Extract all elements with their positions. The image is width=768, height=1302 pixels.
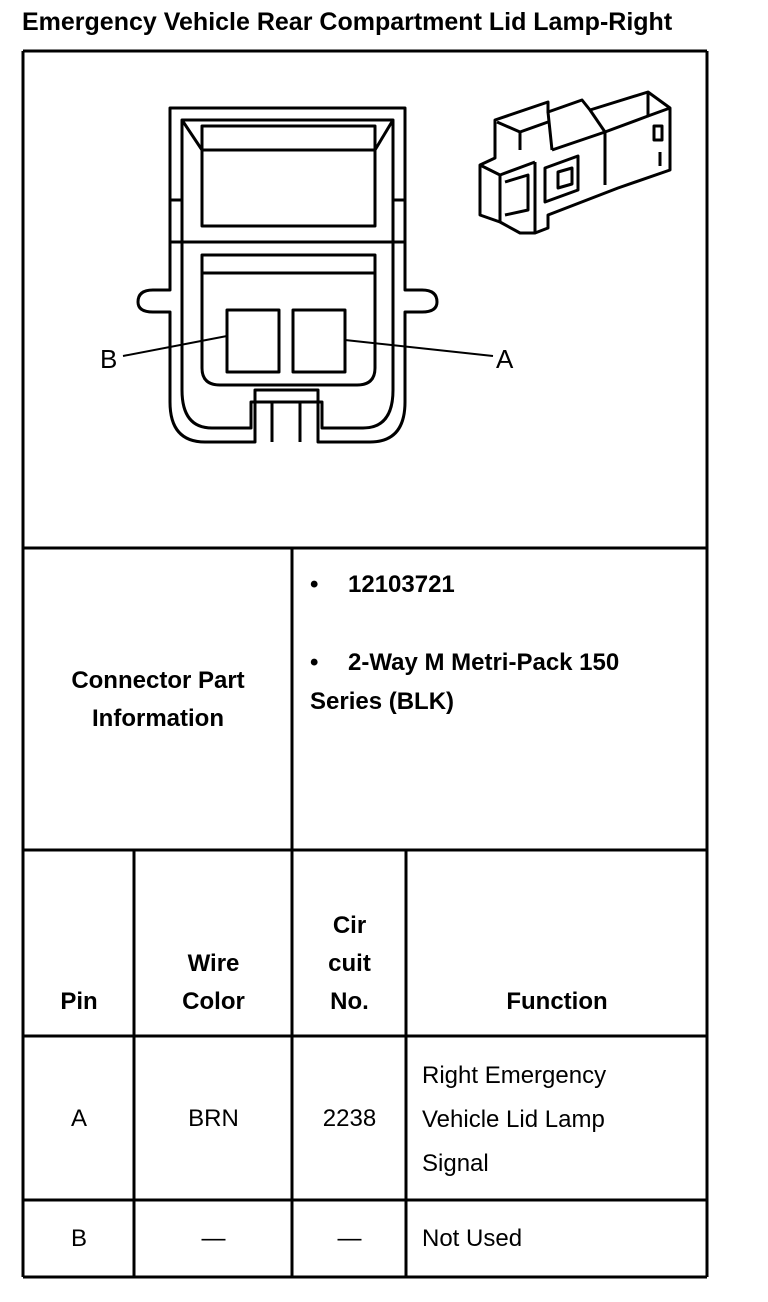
header-pin: Pin [60, 988, 98, 1015]
pin-a-cavity [291, 308, 347, 374]
bullet-icon: • [310, 571, 319, 598]
connector-series: 2-Way M Metri-Pack 150 Series (BLK) [310, 649, 620, 715]
part-number-item: • 12103721 [310, 565, 700, 604]
pin-a-label: A [496, 344, 514, 374]
connector-series-item: • 2-Way M Metri-Pack 150 Series (BLK) [310, 643, 700, 721]
pin-b-label: B [100, 344, 117, 374]
connector-outer-shell [136, 106, 439, 444]
header-function: Function [506, 988, 608, 1015]
row-a-function: Right Emergency Vehicle Lid Lamp Signal [422, 1062, 607, 1177]
bullet-icon: • [310, 649, 319, 676]
part-info-label: Connector Part Information [71, 666, 245, 732]
connector-face-diagram: B A [100, 90, 672, 444]
row-b-pin: B [70, 1225, 87, 1252]
row-b-wire-color: — [201, 1225, 226, 1252]
header-wire-color: Wire Color [182, 950, 245, 1015]
row-b-circuit: — [337, 1225, 362, 1252]
part-number: 12103721 [348, 571, 455, 598]
page-title: Emergency Vehicle Rear Compartment Lid L… [22, 8, 673, 36]
part-info-bullets: • 12103721 • 2-Way M Metri-Pack 150 Seri… [310, 565, 700, 721]
pin-b-cavity [225, 308, 281, 374]
header-circuit-no: Cir cuit No. [328, 912, 371, 1015]
pin-a-leader [344, 339, 494, 357]
row-a-pin: A [70, 1105, 87, 1132]
row-b-function: Not Used [422, 1225, 523, 1252]
row-a-circuit: 2238 [322, 1105, 377, 1132]
row-a-wire-color: BRN [188, 1105, 239, 1132]
connector-isometric-view [478, 90, 672, 235]
pin-b-leader [122, 335, 228, 357]
